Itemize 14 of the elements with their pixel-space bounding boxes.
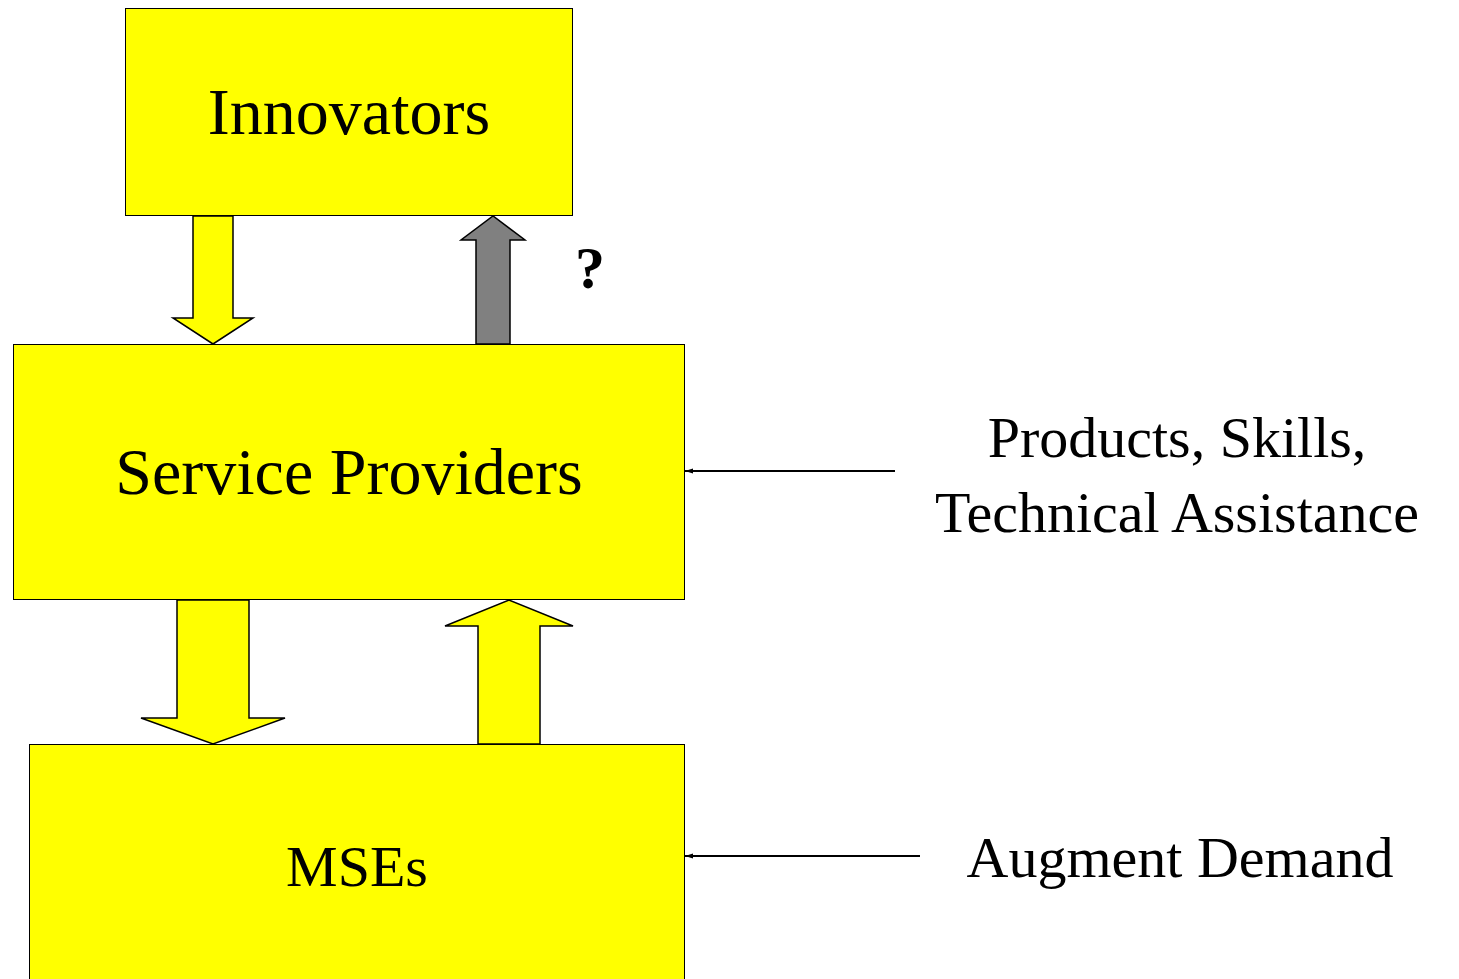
block-arrow [444, 599, 574, 745]
annotation-text: Augment Demand [966, 823, 1394, 892]
arrow [684, 853, 921, 859]
box-label: Service Providers [115, 434, 583, 511]
block-arrow [458, 215, 528, 345]
annotation-text: Products, Skills, Technical Assistance [934, 403, 1420, 547]
process-box [13, 344, 685, 600]
block-arrow [140, 599, 286, 745]
box-label: Innovators [207, 74, 491, 151]
block-arrow [170, 215, 256, 345]
process-box [125, 8, 573, 216]
arrow [684, 468, 896, 474]
process-box [29, 744, 685, 979]
box-label: MSEs [286, 832, 428, 901]
